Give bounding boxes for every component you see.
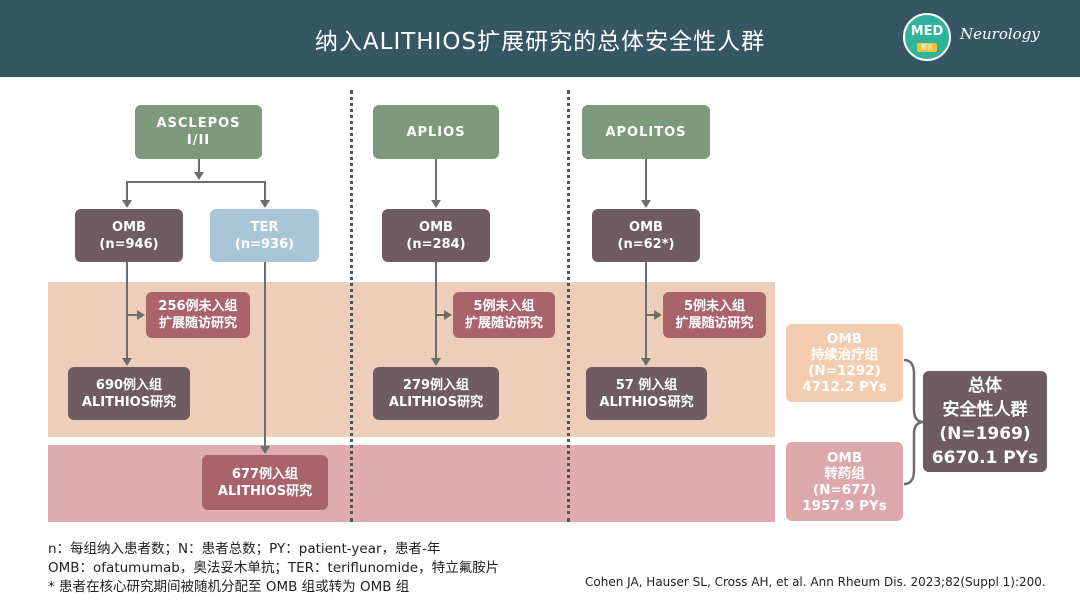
- total-pys: 6670.1 PYs: [931, 447, 1039, 468]
- group-drug: OMB: [826, 449, 863, 466]
- connector: [645, 262, 647, 359]
- enrolled-box-asclepos-ter: 677例入组 ALITHIOS研究: [202, 455, 328, 510]
- group-count: (N=1292): [808, 363, 881, 379]
- arm-name: OMB: [112, 219, 146, 235]
- connector: [198, 159, 200, 173]
- not-enrolled-box-apolitos: 5例未入组 扩展随访研究: [663, 292, 766, 338]
- study-box-aplios: APLIOS: [373, 105, 499, 159]
- page-title: 纳入ALITHIOS扩展研究的总体安全性人群: [314, 29, 766, 55]
- not-enrolled-count: 5例未入组: [473, 299, 535, 314]
- connector: [645, 314, 655, 316]
- connector: [645, 159, 647, 200]
- connector: [126, 314, 138, 316]
- enrolled-box-apolitos-omb: 57 例入组 ALITHIOS研究: [586, 367, 707, 420]
- arm-box-aplios-omb: OMB (n=284): [382, 209, 490, 262]
- arrow-icon: [444, 310, 452, 320]
- arm-box-asclepos-omb: OMB (n=946): [75, 209, 183, 262]
- enrolled-study: ALITHIOS研究: [217, 483, 313, 499]
- group-drug: OMB: [826, 331, 863, 347]
- arrow-icon: [122, 358, 132, 366]
- not-enrolled-desc: 扩展随访研究: [464, 316, 543, 331]
- enrolled-box-asclepos-omb: 690例入组 ALITHIOS研究: [68, 367, 190, 420]
- arm-box-asclepos-ter: TER (n=936): [210, 209, 319, 262]
- citation: Cohen JA, Hauser SL, Cross AH, et al. An…: [585, 575, 1046, 589]
- group-pys: 4712.2 PYs: [802, 379, 887, 395]
- arm-name: OMB: [419, 219, 453, 235]
- arm-name: OMB: [629, 219, 663, 235]
- arm-count: (n=946): [99, 236, 159, 252]
- enrolled-count: 677例入组: [231, 466, 299, 482]
- arm-count: (n=62*): [617, 236, 675, 252]
- separator-left: [350, 90, 353, 522]
- arrow-icon: [641, 200, 651, 208]
- not-enrolled-count: 5例未入组: [683, 299, 746, 314]
- header-bar: 纳入ALITHIOS扩展研究的总体安全性人群 MED 拓言 Neurology: [0, 0, 1080, 77]
- total-population-box: 总体 安全性人群 (N=1969) 6670.1 PYs: [923, 371, 1047, 472]
- study-box-apolitos: APOLITOS: [582, 105, 710, 159]
- arrow-icon: [260, 200, 270, 208]
- connector: [126, 181, 266, 183]
- footnote-asterisk: * 患者在核心研究期间被随机分配至 OMB 组或转为 OMB 组: [48, 579, 410, 595]
- enrolled-study: ALITHIOS研究: [599, 394, 694, 410]
- med-logo-icon: MED 拓言: [903, 13, 951, 61]
- enrolled-study: ALITHIOS研究: [81, 394, 177, 410]
- connector: [264, 262, 266, 447]
- enrolled-count: 279例入组: [402, 377, 470, 393]
- connector: [435, 262, 437, 359]
- connector: [126, 181, 128, 201]
- arrow-icon: [194, 172, 204, 180]
- not-enrolled-box-asclepos: 256例未入组 扩展随访研究: [146, 292, 250, 338]
- arm-count: (n=936): [234, 236, 295, 252]
- total-count: (N=1969): [939, 423, 1031, 444]
- arrow-icon: [122, 200, 132, 208]
- logo-sub-text: 拓言: [917, 43, 937, 52]
- arrow-icon: [431, 200, 441, 208]
- study-phase: I/II: [186, 133, 211, 148]
- not-enrolled-desc: 扩展随访研究: [158, 316, 237, 331]
- group-box-switch: OMB 转药组 (N=677) 1957.9 PYs: [786, 442, 903, 521]
- separator-right: [567, 90, 570, 522]
- connector: [264, 181, 266, 201]
- enrolled-box-aplios-omb: 279例入组 ALITHIOS研究: [373, 367, 499, 420]
- not-enrolled-desc: 扩展随访研究: [675, 316, 754, 331]
- group-name: 持续治疗组: [810, 347, 879, 363]
- footnote-abbreviations: n：每组纳入患者数；N：患者总数；PY：patient-year，患者-年: [48, 541, 441, 557]
- enrolled-study: ALITHIOS研究: [388, 394, 484, 410]
- arrow-icon: [260, 446, 270, 454]
- logo-med-text: MED: [910, 24, 944, 39]
- connector: [435, 159, 437, 200]
- study-name: APOLITOS: [605, 124, 687, 140]
- connector: [435, 314, 445, 316]
- arm-count: (n=284): [406, 236, 466, 252]
- footnote-drugs: OMB：ofatumumab，奥法妥木单抗；TER：teriflunomide，…: [48, 560, 500, 576]
- study-name: ASCLEPOS: [156, 116, 241, 131]
- switch-band: [48, 445, 775, 522]
- arrow-icon: [654, 310, 662, 320]
- enrolled-count: 57 例入组: [615, 377, 678, 393]
- arm-box-apolitos-omb: OMB (n=62*): [592, 209, 700, 262]
- total-subtitle: 安全性人群: [942, 399, 1028, 420]
- group-count: (N=677): [812, 481, 877, 498]
- arm-name: TER: [250, 219, 279, 235]
- arrow-icon: [641, 358, 651, 366]
- not-enrolled-box-aplios: 5例未入组 扩展随访研究: [453, 292, 555, 338]
- arrow-icon: [137, 310, 145, 320]
- group-pys: 1957.9 PYs: [802, 497, 887, 514]
- not-enrolled-count: 256例未入组: [158, 299, 238, 314]
- group-name: 转药组: [824, 465, 865, 482]
- enrolled-count: 690例入组: [95, 377, 163, 393]
- logo-neurology-text: Neurology: [960, 25, 1040, 43]
- connector: [126, 262, 128, 359]
- study-name: APLIOS: [406, 124, 466, 140]
- group-box-continuous: OMB 持续治疗组 (N=1292) 4712.2 PYs: [786, 324, 903, 402]
- arrow-icon: [431, 358, 441, 366]
- study-box-asclepos: ASCLEPOS I/II: [135, 105, 262, 159]
- total-label: 总体: [968, 375, 1002, 396]
